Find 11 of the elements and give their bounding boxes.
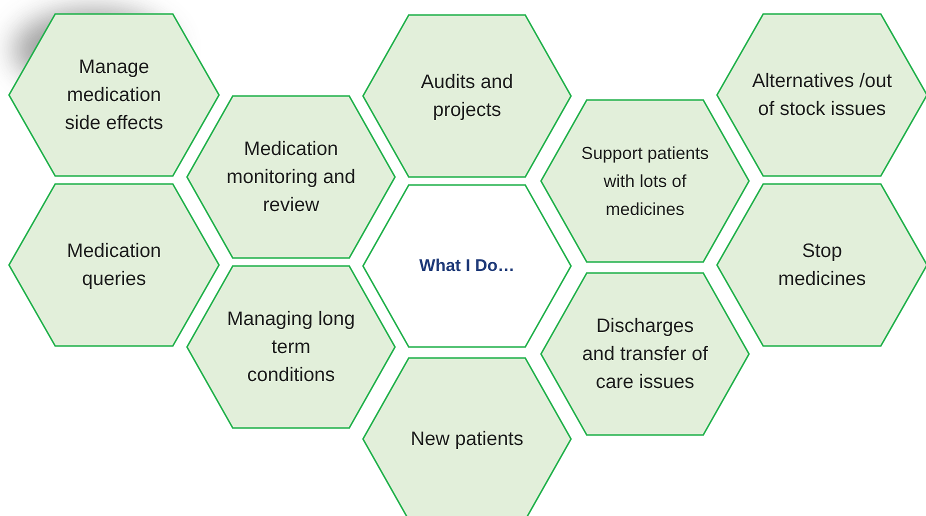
hexagon-label: Medication monitoring and review (226, 137, 356, 218)
hexagon-label: Medication queries (66, 239, 162, 292)
hexagon-label: Support patients with lots of medicines (580, 142, 710, 221)
center-title: What I Do… (418, 255, 516, 277)
hexagon-label: Alternatives /out of stock issues (752, 69, 892, 122)
hexagon-label: Audits and projects (420, 70, 514, 123)
hexagon-label: Managing long term conditions (226, 307, 356, 388)
hexagon-label: Discharges and transfer of care issues (581, 314, 709, 395)
hexagon-label: New patients (410, 427, 524, 452)
hexagon-label: Stop medicines (777, 239, 867, 292)
hexagon-label: Manage medication side effects (64, 55, 164, 136)
